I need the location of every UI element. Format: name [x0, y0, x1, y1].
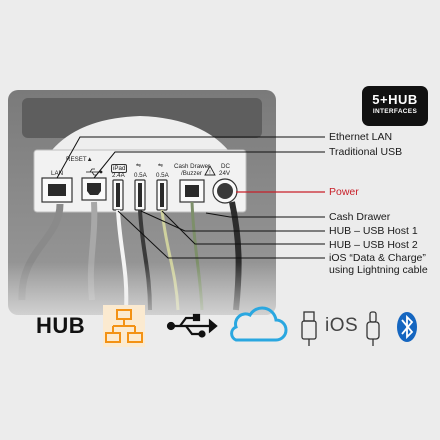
lan-port-opening — [48, 184, 66, 196]
printer-notch — [52, 116, 228, 150]
callout-hub-host1: HUB – USB Host 1 — [329, 225, 418, 237]
panel-ipad-label: iPad — [111, 164, 128, 173]
callout-lines — [56, 136, 325, 259]
usb-small-icon-2: ⇋ — [158, 162, 164, 169]
panel-lan-label: LAN — [51, 170, 64, 177]
usb-plug-icon — [301, 311, 317, 346]
warning-icon — [204, 165, 216, 176]
lightning-plug-icon — [366, 311, 380, 346]
callout-cash-drawer: Cash Drawer — [329, 211, 391, 223]
usb-icon — [166, 313, 218, 338]
callout-ios-line2: using Lightning cable — [329, 264, 428, 276]
cloud-icon — [230, 306, 288, 342]
interfaces-badge: 5+HUB INTERFACES — [362, 86, 428, 126]
panel-dc-2: 24V — [219, 170, 231, 177]
badge-title: 5+HUB — [372, 92, 418, 107]
callout-usb: Traditional USB — [329, 146, 403, 158]
network-icon — [103, 305, 145, 347]
callout-hub-host2: HUB – USB Host 2 — [329, 239, 418, 251]
badge-subtitle: INTERFACES — [372, 108, 418, 115]
panel-reset-text: RESET — [66, 156, 87, 163]
panel-cash-drawer-2: /Buzzer — [181, 170, 202, 177]
reset-arrow-icon: ▲ — [86, 156, 93, 163]
callout-power: Power — [329, 186, 359, 198]
usb-small-icon-1: ⇋ — [136, 162, 142, 169]
panel-cash-drawer-1: Cash Drawer — [174, 163, 211, 170]
usb-b-port-opening — [87, 183, 101, 195]
usb-host1-opening — [138, 183, 142, 207]
panel-amps-24: 2.4A — [112, 172, 125, 179]
usb-host2-opening — [160, 183, 164, 207]
cash-drawer-port-opening — [185, 185, 199, 197]
callout-ethernet: Ethernet LAN — [329, 131, 393, 143]
panel-amps-05b: 0.5A — [156, 172, 169, 179]
ios-label: iOS — [325, 315, 359, 336]
ipad-usb-port-opening — [116, 183, 120, 207]
panel-amps-05a: 0.5A — [134, 172, 147, 179]
panel-reset-label: RESET▲ — [66, 156, 93, 163]
dc-jack-center — [217, 183, 233, 199]
callout-ios-line1: iOS “Data & Charge” — [329, 252, 426, 264]
svg-text:!: ! — [209, 170, 210, 176]
bluetooth-icon — [397, 312, 417, 342]
panel-dc-1: DC — [221, 163, 230, 170]
hub-label: HUB — [36, 313, 86, 338]
